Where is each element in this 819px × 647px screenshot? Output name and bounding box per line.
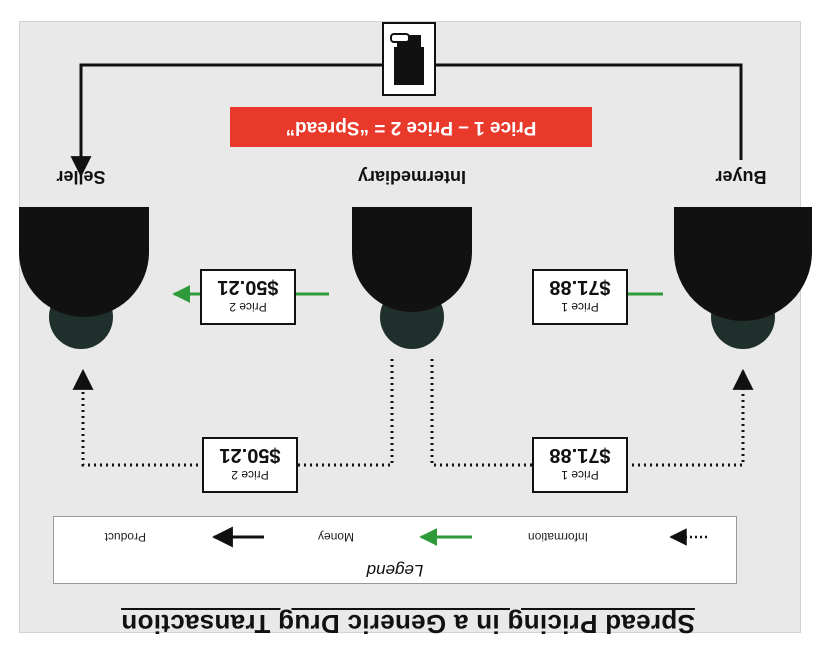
money-price2-name: Price 2 xyxy=(229,300,267,314)
info-price2-box: Price 2 $50.21 xyxy=(202,437,298,493)
money-price1-name: Price 1 xyxy=(561,300,599,314)
seller-label: Seller xyxy=(56,167,106,187)
info-price2-value: $50.21 xyxy=(219,444,281,466)
intermediary-person-icon xyxy=(352,207,472,349)
info-price2-name: Price 2 xyxy=(231,468,269,482)
intermediary-label: Intermediary xyxy=(357,167,467,187)
buyer-label: Buyer xyxy=(715,167,767,187)
buyer-person-icon xyxy=(674,207,812,349)
info-price1-box: Price 1 $71.88 xyxy=(532,437,628,493)
pill-bottle-icon xyxy=(382,22,436,96)
money-price2-value: $50.21 xyxy=(217,276,279,298)
info-flow-price1 xyxy=(430,359,754,467)
info-price1-value: $71.88 xyxy=(549,444,611,466)
product-flow-arrow-end xyxy=(70,63,383,178)
seller-person-icon xyxy=(19,207,149,349)
money-price2-box: Price 2 $50.21 xyxy=(200,269,296,325)
product-flow-arrow xyxy=(435,63,743,160)
money-price1-value: $71.88 xyxy=(549,276,611,298)
info-price1-name: Price 1 xyxy=(561,468,599,482)
money-price1-box: Price 1 $71.88 xyxy=(532,269,628,325)
info-flow-price2 xyxy=(72,359,394,467)
spread-formula-banner: Price 1 – Price 2 = “Spread” xyxy=(230,107,592,147)
